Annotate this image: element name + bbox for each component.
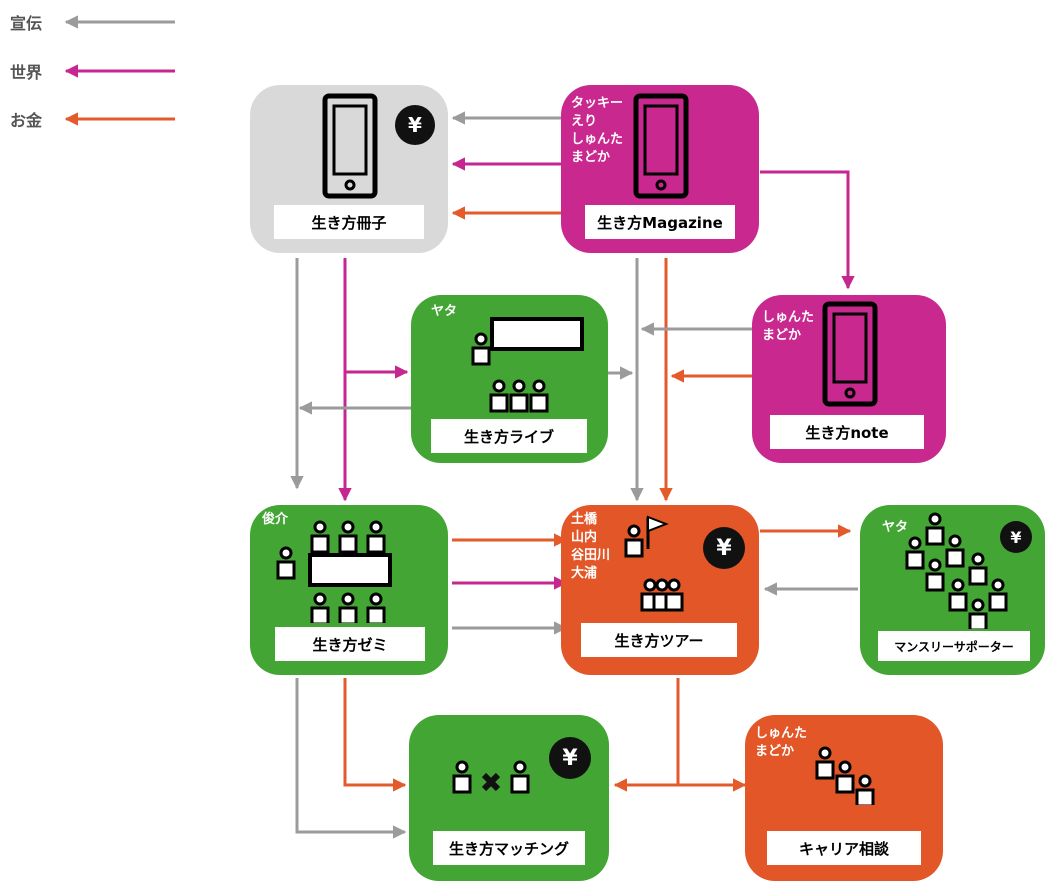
- node-sasshi[interactable]: ¥ 生き方冊子: [250, 85, 448, 253]
- member-names: タッキー えり しゅんた まどか: [571, 96, 624, 165]
- node-label: キャリア相談: [767, 831, 921, 865]
- yen-icon: ¥: [1000, 521, 1032, 553]
- node-label: 生き方ライブ: [431, 419, 587, 453]
- smartphone-icon: [322, 93, 378, 201]
- node-magazine[interactable]: タッキー えり しゅんた まどか 生き方Magazine: [561, 85, 759, 253]
- matching-people-icon: [452, 760, 530, 794]
- consultation-people-icon: [815, 746, 875, 805]
- flow-arrows: [290, 111, 858, 839]
- legend-arrows: [64, 15, 175, 126]
- yen-icon: ¥: [703, 527, 745, 569]
- member-names: しゅんた まどか: [755, 726, 808, 759]
- node-zemi[interactable]: 俊介 生き方ゼミ: [250, 505, 448, 675]
- node-career[interactable]: しゅんた まどか キャリア相談: [745, 715, 943, 881]
- node-label: 生き方Magazine: [585, 205, 735, 239]
- arrow-zemi-matching-gray: [295, 678, 407, 839]
- node-label: 生き方マッチング: [433, 831, 585, 865]
- member-names: ヤタ: [431, 304, 458, 319]
- legend-label-senden: 宣伝: [10, 14, 43, 33]
- member-names: 土橋 山内 谷田川 大浦: [571, 512, 611, 581]
- node-label: 生き方冊子: [274, 205, 424, 239]
- tour-guide-icon: [624, 515, 684, 612]
- node-monthly[interactable]: ヤタ ¥ マンスリーサポーター: [860, 505, 1045, 675]
- legend-label-sekai: 世界: [10, 63, 43, 82]
- node-label: 生き方ゼミ: [275, 627, 425, 661]
- yen-icon: ¥: [395, 105, 435, 145]
- node-note[interactable]: しゅんた まどか 生き方note: [752, 295, 946, 463]
- node-label: 生き方note: [770, 415, 924, 449]
- seminar-table-icon: [276, 520, 392, 623]
- arrow-magazine-note: [760, 170, 855, 290]
- node-label: マンスリーサポーター: [878, 631, 1030, 661]
- node-matching[interactable]: ¥ 生き方マッチング: [409, 715, 609, 881]
- member-names: しゅんた まどか: [762, 310, 815, 343]
- smartphone-icon: [633, 93, 689, 201]
- yen-icon: ¥: [549, 737, 591, 779]
- arrow-zemi-matching-orange: [343, 678, 407, 792]
- supporters-group-icon: [905, 512, 1008, 629]
- presentation-icon: [471, 317, 584, 413]
- node-label: 生き方ツアー: [581, 623, 737, 657]
- node-live[interactable]: ヤタ 生き方ライブ: [411, 295, 608, 463]
- node-tour[interactable]: 土橋 山内 谷田川 大浦 ¥ 生き方ツアー: [561, 505, 759, 675]
- smartphone-icon: [822, 301, 878, 409]
- member-names: ヤタ: [882, 520, 909, 535]
- member-names: 俊介: [262, 512, 289, 527]
- legend-label-okane: お金: [10, 111, 43, 130]
